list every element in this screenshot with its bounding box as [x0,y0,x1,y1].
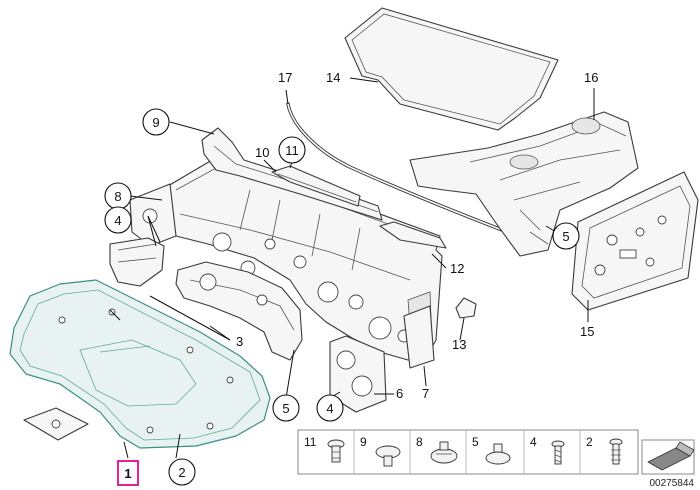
mushroom-clip-icon [375,445,401,467]
side-panel-part-8[interactable] [129,183,177,247]
svg-text:9: 9 [152,115,159,130]
cowl-panel-part-12[interactable] [379,221,447,249]
label-7: 7 [422,386,429,401]
legend-label-4: 4 [530,435,537,449]
expansion-rivet-icon [485,443,511,465]
screw-clip-icon [551,440,565,465]
circle-label-5-right: 5 [552,222,580,250]
insulation-pad[interactable] [23,407,89,441]
leader-lines [109,77,595,459]
label-16: 16 [584,70,598,85]
legend-label-8: 8 [416,435,423,449]
strip-part-10[interactable] [271,165,361,207]
svg-text:1: 1 [124,466,131,481]
svg-text:5: 5 [562,229,569,244]
svg-text:8: 8 [114,189,121,204]
svg-text:2: 2 [178,465,185,480]
label-15: 15 [580,324,594,339]
seal-strip-part-17[interactable] [286,102,504,232]
circle-label-11: 11 [278,136,306,164]
fastener-legend: 11 9 8 5 4 2 [297,429,639,475]
svg-text:5: 5 [282,401,289,416]
legend-label-2: 2 [586,435,593,449]
svg-text:11: 11 [285,143,299,158]
push-clip-icon [327,439,345,463]
reference-number: 00275844 [650,478,695,489]
insulation-panel-part-15[interactable] [571,171,699,311]
label-12: 12 [450,261,464,276]
svg-text:4: 4 [114,213,121,228]
circle-label-4-upper: 4 [104,206,132,234]
label-14: 14 [326,70,340,85]
circle-label-8: 8 [104,182,132,210]
svg-text:4: 4 [326,401,333,416]
label-13: 13 [452,337,466,352]
grommet-part-13[interactable] [455,297,477,319]
circle-label-9: 9 [142,108,170,136]
plain-labels: 3 6 7 10 12 13 14 15 16 17 [236,70,598,401]
insulation-part-7[interactable] [403,305,435,369]
circled-labels: 9 11 8 4 5 5 4 2 [104,108,580,486]
insulation-mat-part-14[interactable] [344,7,559,131]
legend-label-9: 9 [360,435,367,449]
label-17: 17 [278,70,292,85]
circle-label-5-lower: 5 [272,394,300,422]
insulation-part-3[interactable] [175,261,303,361]
label-10: 10 [255,145,269,160]
fir-tree-clip-icon [609,438,623,465]
hood-insulation-part-1[interactable] [9,279,271,449]
legend-label-5: 5 [472,435,479,449]
label-3: 3 [236,334,243,349]
circle-label-4-lower: 4 [316,394,344,422]
circle-label-2: 2 [168,458,196,486]
tool-arrow-icon [641,439,695,475]
selected-part-label-1[interactable]: 1 [117,460,139,486]
legend-label-11: 11 [304,435,317,449]
bracket-part-4-upper[interactable] [109,237,165,287]
insulation-part-16[interactable] [409,111,639,257]
label-6: 6 [396,386,403,401]
round-clip-icon [430,441,458,464]
